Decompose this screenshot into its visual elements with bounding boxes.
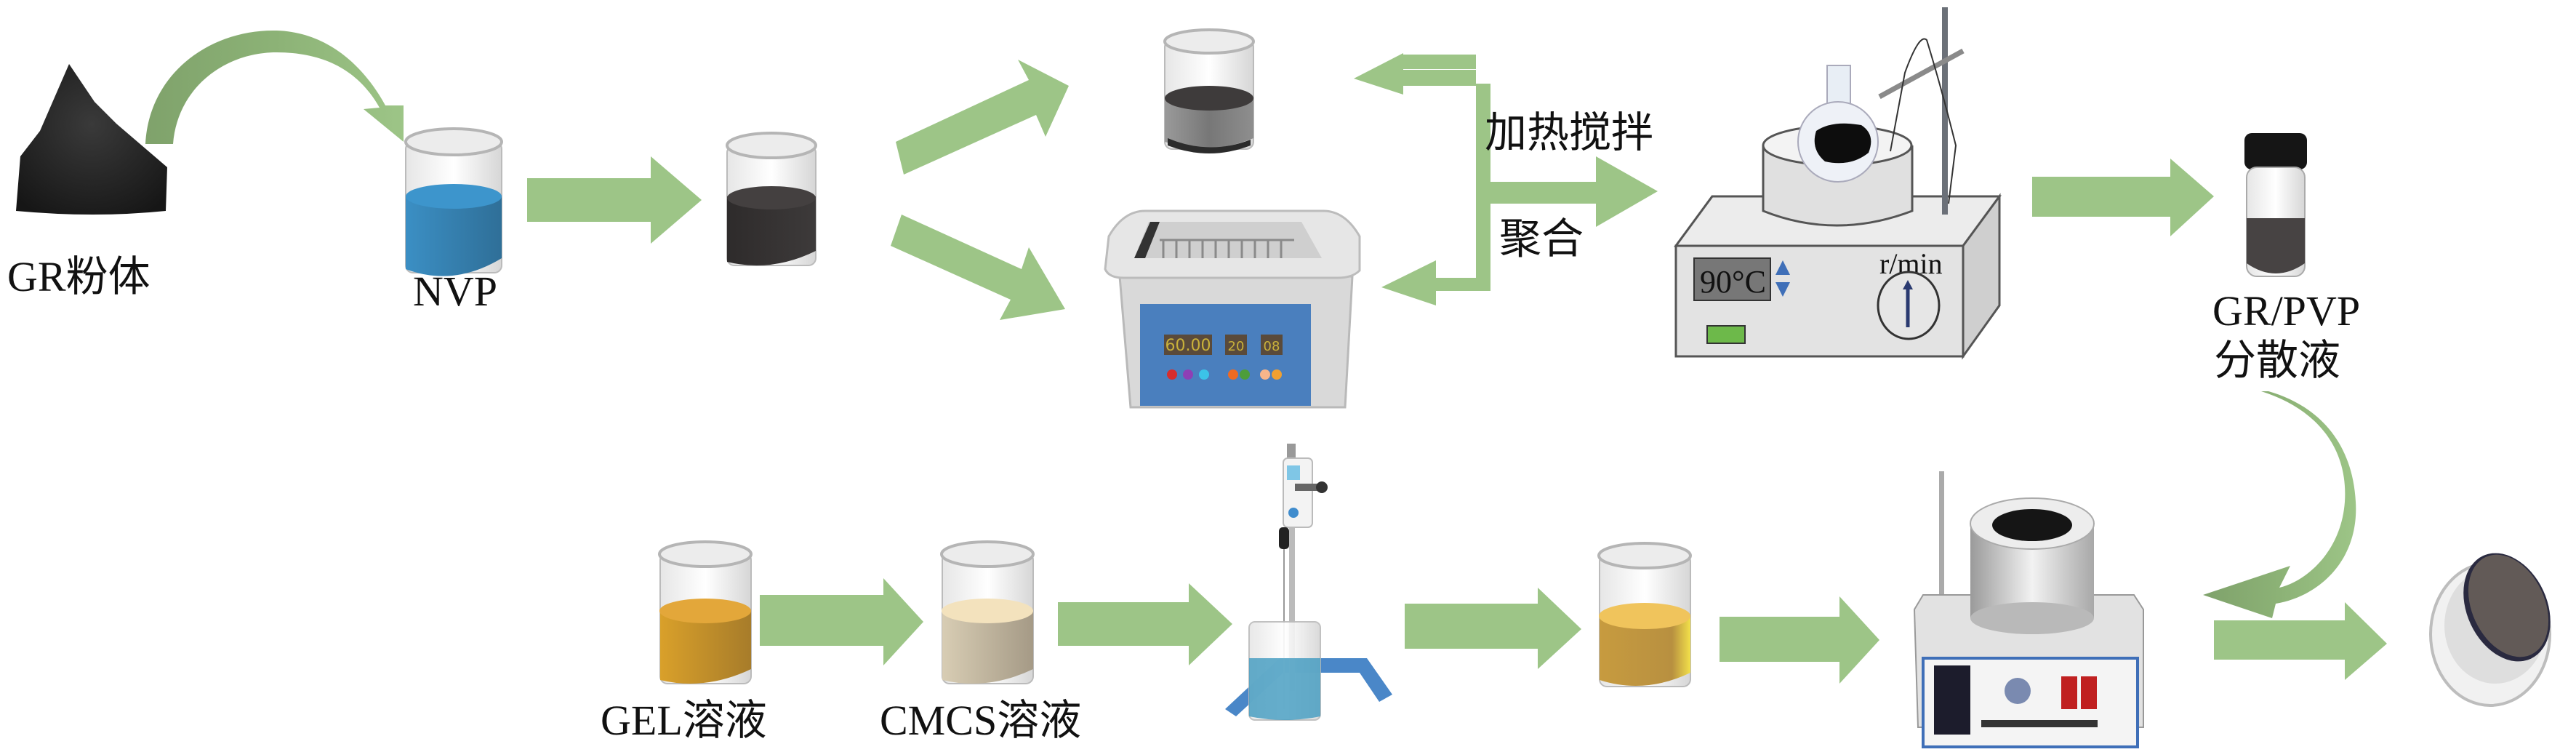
curved-arrow-powder-to-nvp [145, 30, 404, 144]
product-label-line2: 分散液 [2214, 337, 2340, 384]
arrow-cmcs-to-stirrer [1058, 583, 1232, 665]
temp-down-icon [1775, 282, 1790, 297]
cmcs-beaker-icon [940, 540, 1035, 684]
arrow-stirrer-to-mixture [1405, 588, 1581, 669]
graphene-powder-label: GR粉体 [7, 253, 151, 300]
gel-solution-label: GEL溶液 [601, 697, 767, 744]
ultrasonic-display-time: 08 [1264, 339, 1280, 354]
heating-mantle-icon [1913, 471, 2144, 748]
heat-stir-label: 加热搅拌 [1485, 109, 1653, 156]
mixed-beaker-icon [726, 132, 817, 266]
dispersion-vial-icon [2244, 133, 2307, 277]
ultrasonic-bath-icon: 60.00 20 08 [1104, 209, 1361, 409]
hotplate-stirrer-icon: 90°C r/min [1674, 7, 2002, 360]
polymerize-label: 聚合 [1499, 215, 1584, 263]
arrow-mix-to-standing [896, 60, 1069, 175]
standing-beaker-icon [1163, 28, 1255, 153]
cmcs-solution-label: CMCS溶液 [880, 697, 1082, 744]
ultrasonic-basket [1160, 239, 1294, 258]
mixture-beaker-icon [1597, 542, 1692, 687]
composite-film-sample-icon [2429, 553, 2551, 707]
overhead-stirrer-icon [1225, 444, 1392, 721]
bracket-arrows-heat-stir [1354, 53, 1658, 305]
nvp-label: NVP [413, 268, 498, 315]
arrow-hotplate-to-vial [2032, 159, 2214, 236]
arrow-mix-to-ultrasonic [891, 215, 1065, 320]
arrow-nvp-to-mix [527, 156, 702, 244]
product-label-line1: GR/PVP [2212, 287, 2360, 335]
gel-beaker-icon [658, 540, 753, 684]
arrow-gel-to-cmcs [760, 578, 923, 665]
arrow-heater-to-sample [2214, 602, 2387, 680]
graphene-powder-icon [16, 64, 167, 215]
ultrasonic-display-temp: 20 [1228, 339, 1245, 354]
ultrasonic-display-power: 60.00 [1165, 337, 1211, 355]
nvp-beaker-icon [404, 127, 503, 276]
temp-up-icon [1775, 260, 1790, 275]
curved-arrow-dispersion-to-heater [2203, 391, 2356, 618]
hotplate-temp-display: 90°C [1700, 264, 1766, 300]
arrow-mixture-to-heater [1720, 596, 1879, 684]
